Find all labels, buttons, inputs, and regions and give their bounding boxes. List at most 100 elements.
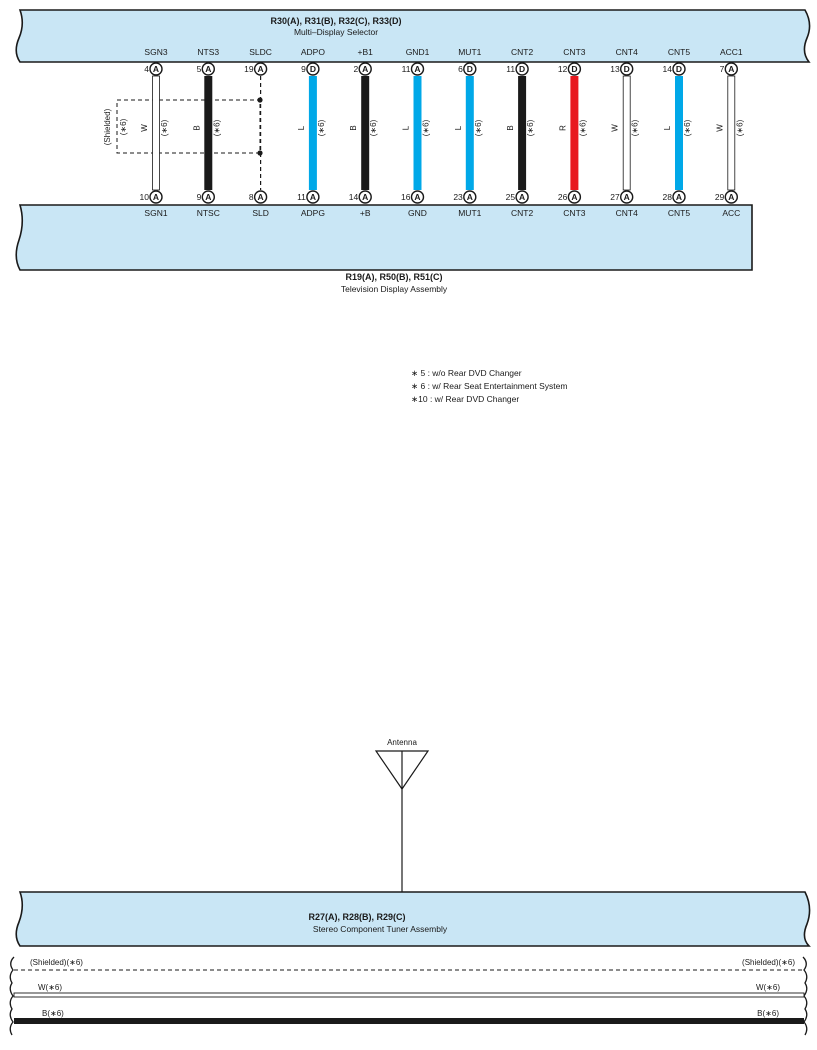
top-connector-letter: D <box>467 64 473 74</box>
top-connector-letter: A <box>205 64 211 74</box>
connector-pin-icon <box>149 62 163 76</box>
line-label-left: (Shielded)(∗6) <box>30 958 83 967</box>
top-pin-number: 5 <box>197 64 202 74</box>
bottom-pin-number: 26 <box>558 192 568 202</box>
top-pin-name: +B1 <box>358 47 374 57</box>
wire-body <box>152 75 160 191</box>
wire-note: (∗6) <box>160 119 169 136</box>
top-pin-name: ACC1 <box>720 47 743 57</box>
wire-note: (∗6) <box>212 119 221 136</box>
line-label-right: (Shielded)(∗6) <box>742 958 795 967</box>
top-component-name: Multi–Display Selector <box>294 27 378 37</box>
bottom-pin-name: +B <box>360 208 371 218</box>
bottom-pin-number: 16 <box>401 192 411 202</box>
wire-body <box>622 75 631 191</box>
bottom-pin-name: NTSC <box>197 208 220 218</box>
wire-note: (∗6) <box>631 119 640 136</box>
wire-color-code: W <box>611 124 620 132</box>
bottom-pin-name: ACC <box>722 208 740 218</box>
top-pin-number: 19 <box>244 64 254 74</box>
connector-pin-icon <box>724 62 738 76</box>
bottom-pin-number: 28 <box>663 192 673 202</box>
bottom-connector-letter: A <box>258 192 264 202</box>
shield-note: (∗6) <box>119 118 128 135</box>
bottom-connector-letter: A <box>414 192 420 202</box>
wire-color-code: W <box>715 124 724 132</box>
line-label-right: B(∗6) <box>757 1009 779 1018</box>
wire-body <box>570 76 579 190</box>
top-pin-name: NTS3 <box>197 47 219 57</box>
bottom-pin-name: SLD <box>252 208 269 218</box>
bottom-pin-number: 10 <box>140 192 150 202</box>
bottom-pin-number: 9 <box>197 192 202 202</box>
bottom-pin-name: CNT4 <box>616 208 638 218</box>
multi-display-selector-box: R30(A), R31(B), R32(C), R33(D) Multi–Dis… <box>15 9 811 63</box>
wire-body <box>361 76 370 190</box>
connector-pin-icon <box>253 62 268 76</box>
connector-pin-icon <box>149 190 163 204</box>
connector-pin-icon <box>463 190 477 204</box>
top-pin-number: 7 <box>720 64 725 74</box>
wire-body <box>308 76 317 190</box>
bottom-connector-letter: A <box>310 192 316 202</box>
top-connector-letter: D <box>571 64 577 74</box>
legend-notes: ∗ 5 : w/o Rear DVD Changer ∗ 6 : w/ Rear… <box>411 368 567 404</box>
legend-note: ∗10 : w/ Rear DVD Changer <box>411 394 519 404</box>
white-wire-line <box>13 992 805 998</box>
top-pin-number: 14 <box>663 64 673 74</box>
top-component-codes: R30(A), R31(B), R32(C), R33(D) <box>270 16 401 26</box>
connector-pin-icon <box>306 190 320 204</box>
stereo-tuner-box: R27(A), R28(B), R29(C) Stereo Component … <box>15 891 811 947</box>
bottom-connector-letter: A <box>676 192 682 202</box>
wire-color-code: L <box>402 125 411 130</box>
top-connector-letter: D <box>624 64 630 74</box>
wire-note: (∗6) <box>369 119 378 136</box>
tuner-component-codes: R27(A), R28(B), R29(C) <box>308 912 405 922</box>
bottom-pin-name: CNT5 <box>668 208 690 218</box>
top-pin-name: SLDC <box>249 47 272 57</box>
wire-color-code: W <box>140 124 149 132</box>
wire-color-code: B <box>506 125 515 130</box>
top-pin-number: 11 <box>402 64 411 74</box>
top-connector-letter: A <box>153 64 159 74</box>
connector-pin-icon <box>306 62 320 76</box>
shield-label: (Shielded) <box>103 108 112 145</box>
connector-pin-icon <box>620 62 634 76</box>
top-pin-name: SGN3 <box>144 47 167 57</box>
line-label-left: B(∗6) <box>42 1009 64 1018</box>
wire-color-code: B <box>192 125 201 130</box>
connector-pin-icon <box>358 190 372 204</box>
bottom-pin-name: SGN1 <box>144 208 167 218</box>
top-connector-letter: D <box>676 64 682 74</box>
top-pin-number: 9 <box>301 64 306 74</box>
connector-pin-icon <box>672 62 686 76</box>
top-connector-letter: A <box>728 64 734 74</box>
top-pin-name: CNT4 <box>616 47 638 57</box>
black-wire-line <box>14 1018 804 1024</box>
bottom-pin-number: 11 <box>297 192 306 202</box>
bottom-connector-letter: A <box>205 192 211 202</box>
connector-pin-icon <box>201 190 216 204</box>
bottom-pin-name: ADPG <box>301 208 325 218</box>
connector-pin-icon <box>410 62 425 76</box>
wire-color-code: R <box>558 125 567 131</box>
bottom-connector-letter: A <box>571 192 577 202</box>
legend-note: ∗ 5 : w/o Rear DVD Changer <box>411 368 522 378</box>
connector-pin-icon <box>515 62 529 76</box>
top-pin-name: CNT3 <box>563 47 585 57</box>
top-connector-letter: A <box>414 64 420 74</box>
wire-note: (∗6) <box>422 119 431 136</box>
connector-pin-icon <box>724 190 738 204</box>
line-label-left: W(∗6) <box>38 983 62 992</box>
top-connector-letter: A <box>258 64 264 74</box>
bottom-pin-number: 23 <box>453 192 463 202</box>
